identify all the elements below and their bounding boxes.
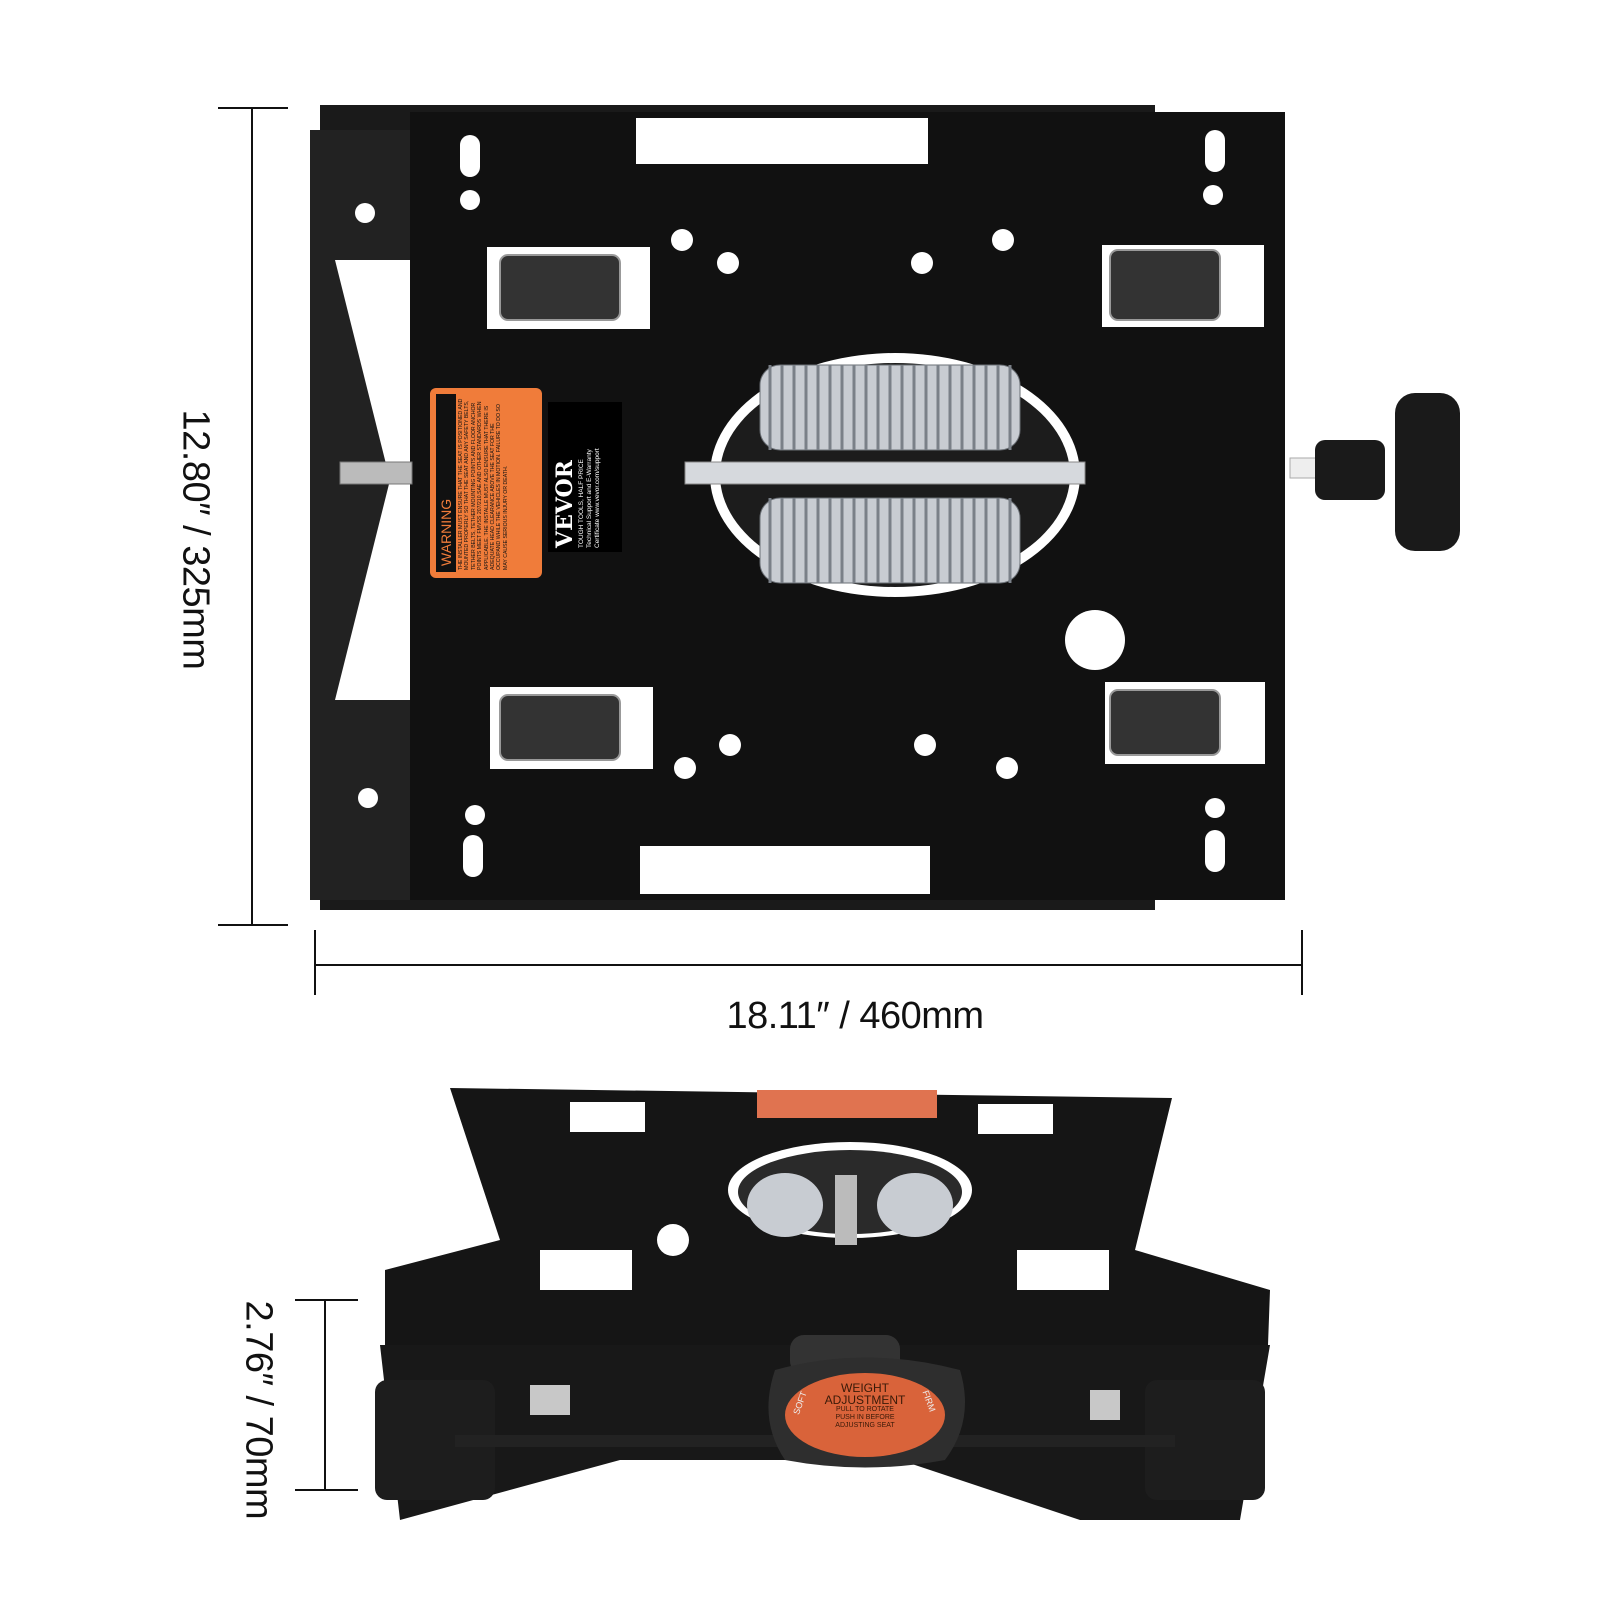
knob-instruction-3: ADJUSTING SEAT [835,1422,895,1429]
support-line-1: Technical Support and E-Warranty [586,449,593,548]
knob-title-1: WEIGHT [841,1381,889,1395]
warning-label: WARNING The installer must ensure that t… [430,388,542,578]
brand-logo: VEVOR [552,460,578,548]
height-dimension-label: 12.80″ / 325mm [174,409,217,670]
brand-label: VEVOR TOUGH TOOLS, HALF PRICE Technical … [548,402,622,552]
brand-tagline: TOUGH TOOLS, HALF PRICE [578,459,585,548]
support-line-2: Certificate www.vevor.com/support [594,448,601,548]
depth-dimension-label: 2.76″ / 70mm [237,1300,280,1520]
top-view-seat-suspension [310,105,1460,910]
side-view-seat-suspension [375,1088,1270,1520]
dimension-lines [218,107,1303,1491]
width-dimension-label: 18.11″ / 460mm [726,995,984,1037]
warning-text: The installer must ensure that the seat … [458,398,509,570]
warning-title: WARNING [436,394,456,572]
knob-instruction-1: PULL TO ROTATE [836,1406,894,1413]
knob-instruction-2: PUSH IN BEFORE [835,1414,895,1421]
weight-adjustment-knob-label: WEIGHT ADJUSTMENT PULL TO ROTATE PUSH IN… [800,1382,930,1430]
knob-title-2: ADJUSTMENT [824,1393,906,1407]
